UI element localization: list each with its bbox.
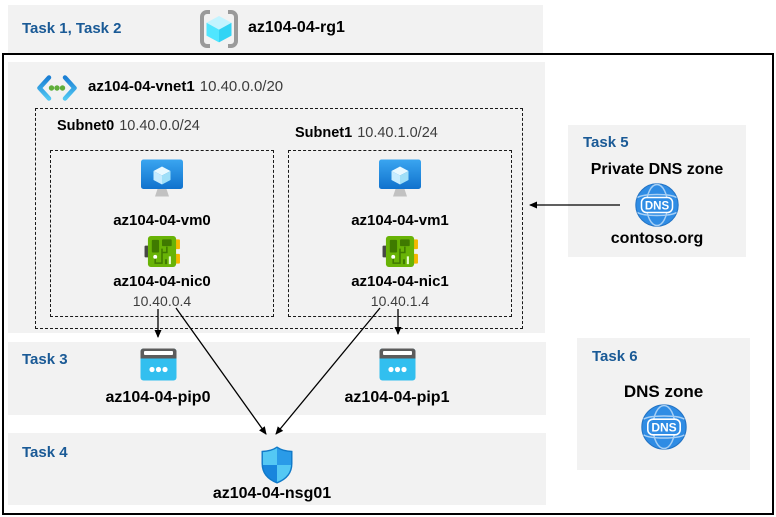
task-3-section: Task 3 az104-04-pip0 (8, 342, 546, 415)
task-6-section: Task 6 DNS zone DNS (577, 338, 750, 470)
nic-name: az104-04-nic0 (113, 273, 211, 290)
nic-icon (143, 235, 181, 268)
nic-icon (381, 235, 419, 268)
private-dns-zone-title: Private DNS zone (590, 161, 724, 178)
nic-ip: 10.40.1.4 (370, 293, 430, 309)
vm-icon (140, 159, 184, 201)
vm-name: az104-04-vm1 (351, 212, 449, 229)
task-5-section: Task 5 Private DNS zone DNS contoso.org (568, 125, 746, 257)
dns-icon-text: DNS (651, 421, 676, 435)
task-4-label: Task 4 (22, 444, 68, 461)
vnet-icon (36, 74, 78, 102)
resource-group-name: az104-04-rg1 (248, 19, 345, 36)
dns-zone-title: DNS zone (623, 382, 704, 401)
private-dns-zone-name: contoso.org (610, 230, 704, 247)
subnet1-cidr: 10.40.1.0/24 (357, 125, 438, 141)
subnet0-cidr: 10.40.0.0/24 (119, 118, 200, 134)
diagram-frame (2, 53, 774, 515)
pip1-name: az104-04-pip1 (344, 389, 450, 406)
vnet-name: az104-04-vnet1 (88, 78, 195, 95)
nic-ip: 10.40.0.4 (132, 293, 192, 309)
task-1-2-label: Task 1, Task 2 (22, 20, 122, 37)
pip0-group: az104-04-pip0 (88, 348, 228, 407)
task-1-2-section: Task 1, Task 2 az104-04-rg1 (8, 5, 543, 53)
nsg-shield-icon (261, 446, 293, 484)
task-4-section: Task 4 az104-04-nsg01 (8, 433, 546, 505)
dns-icon-text: DNS (645, 201, 670, 213)
pip0-name: az104-04-pip0 (105, 389, 211, 406)
subnet0-box: az104-04-vm0 az104-04-nic0 10.40.0.4 (50, 150, 274, 317)
task-6-label: Task 6 (592, 348, 638, 365)
task-3-label: Task 3 (22, 351, 68, 368)
vm-name: az104-04-vm0 (113, 212, 211, 229)
dns-icon: DNS (635, 183, 679, 227)
dns-icon: DNS (640, 404, 687, 450)
public-ip-icon (140, 348, 177, 381)
resource-group-icon (198, 9, 240, 49)
vm-icon (378, 159, 422, 201)
pip1-group: az104-04-pip1 (327, 348, 467, 407)
subnet0-name: Subnet0 (57, 118, 115, 134)
task-5-label: Task 5 (583, 134, 629, 151)
nic-name: az104-04-nic1 (351, 273, 449, 290)
nsg-name: az104-04-nsg01 (212, 485, 332, 502)
subnet1-name: Subnet1 (295, 125, 353, 141)
vnet-cidr: 10.40.0.0/20 (199, 78, 284, 95)
subnet1-box: az104-04-vm1 az104-04-nic1 10.40.1.4 (288, 150, 512, 317)
public-ip-icon (379, 348, 416, 381)
